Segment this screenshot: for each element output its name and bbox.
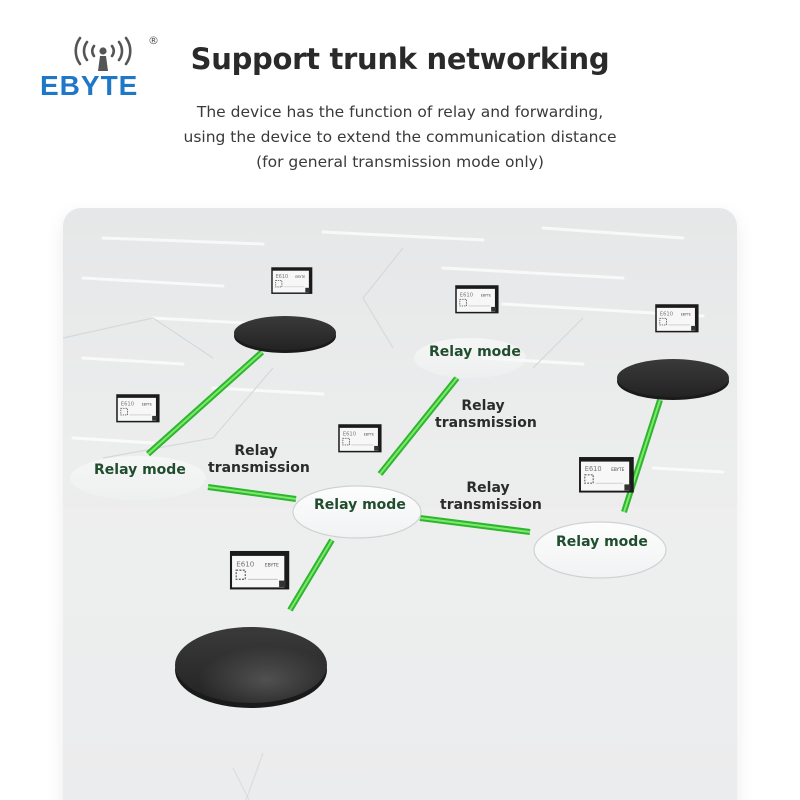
endpoint-disc-right — [617, 359, 729, 400]
relay-transmission-line-2: transmission — [208, 460, 310, 476]
rf-module-icon — [271, 267, 313, 294]
wireless-tower-icon — [74, 36, 132, 71]
relay-transmission-line-1: Relay — [234, 443, 278, 459]
relay-disc-left — [70, 456, 206, 500]
registered-mark: ® — [148, 34, 159, 47]
endpoint-disc-top-left — [234, 316, 336, 353]
rf-module-icon — [655, 304, 699, 333]
relay-transmission-line-1: Relay — [466, 480, 510, 496]
relay-transmission-label-right: Relay transmission — [440, 480, 542, 514]
subtitle-line-3: (for general transmission mode only) — [256, 153, 544, 171]
brand-name: EBYTE — [40, 70, 139, 101]
page-title: Support trunk networking — [190, 42, 610, 76]
relay-transmission-line-2: transmission — [435, 415, 537, 431]
relay-mode-label-top-middle: Relay mode — [429, 344, 521, 360]
relay-mode-label-right: Relay mode — [556, 534, 648, 550]
relay-disc-center — [292, 485, 422, 539]
subtitle-line-2: using the device to extend the communica… — [183, 128, 617, 146]
page-subtitle: The device has the function of relay and… — [0, 100, 800, 175]
relay-mode-label-center: Relay mode — [314, 497, 406, 513]
relay-transmission-label-top: Relay transmission — [435, 398, 537, 432]
ebyte-logo: ® EBYTE — [40, 34, 165, 100]
relay-disc-right — [533, 521, 667, 579]
subtitle-line-1: The device has the function of relay and… — [196, 103, 604, 121]
rf-module-icon — [338, 424, 382, 453]
relay-mode-label-left: Relay mode — [94, 462, 186, 478]
endpoint-disc-bottom — [175, 627, 327, 708]
rf-module-icon — [579, 457, 634, 493]
relay-transmission-line-1: Relay — [461, 398, 505, 414]
green-links — [145, 349, 663, 612]
relay-disc-top-middle — [414, 338, 526, 378]
rf-module-icon — [229, 550, 290, 590]
rf-module-icon — [455, 285, 499, 314]
rf-module-icon — [116, 394, 160, 423]
relay-transmission-label-left: Relay transmission — [208, 443, 310, 477]
relay-transmission-line-2: transmission — [440, 497, 542, 513]
